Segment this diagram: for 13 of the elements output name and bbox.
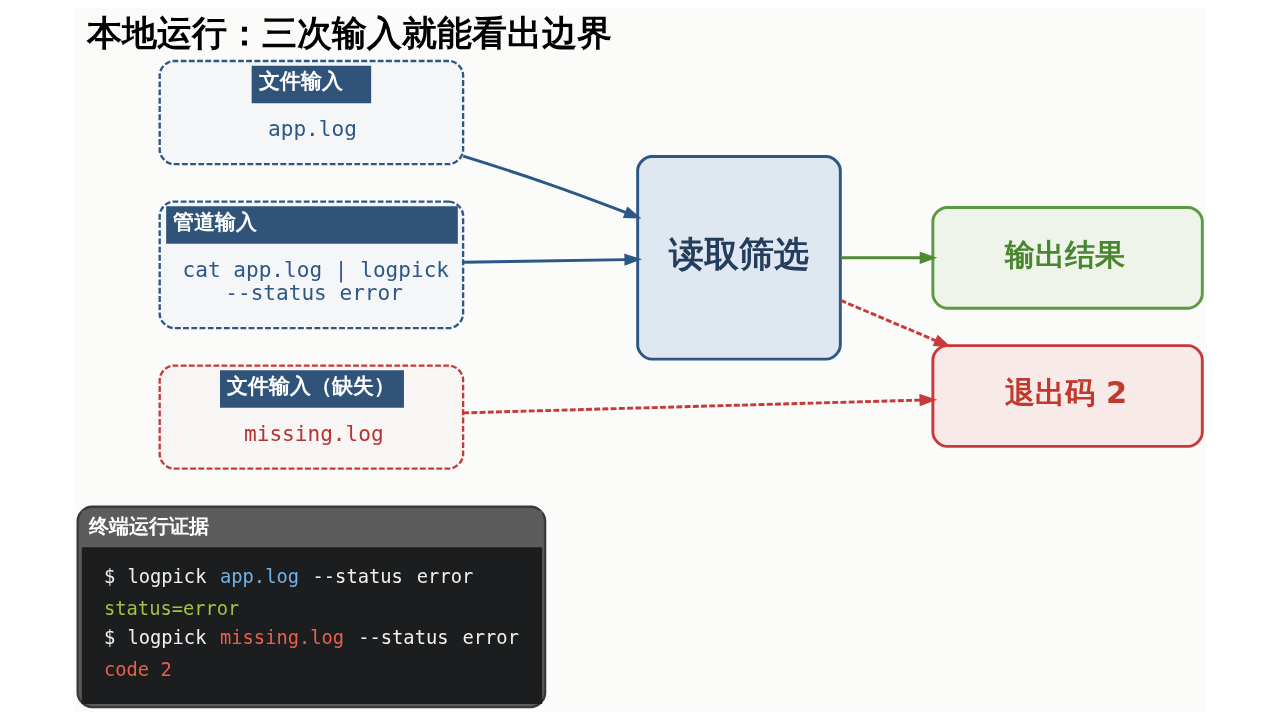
node-box: 读取筛选: [636, 155, 842, 361]
diagram-title: 本地运行：三次输入就能看出边界: [87, 11, 613, 53]
node-box: 终端运行证据 $ logpick app.log --status error status=error $ logpick missing.log --status error code 2: [76, 505, 547, 709]
arrow: [463, 253, 642, 266]
node-box: 管道输入 cat app.log | logpick --status error: [158, 200, 465, 330]
arrow: [463, 393, 938, 415]
node-box: 输出结果: [931, 205, 1204, 310]
node-box: 文件输入（缺失） missing.log: [158, 364, 465, 470]
node-box: 文件输入 app.log: [158, 59, 465, 166]
arrow: [840, 251, 938, 264]
node-box: 退出码 2: [931, 344, 1204, 448]
arrow: [462, 154, 642, 219]
arrow: [840, 299, 952, 348]
